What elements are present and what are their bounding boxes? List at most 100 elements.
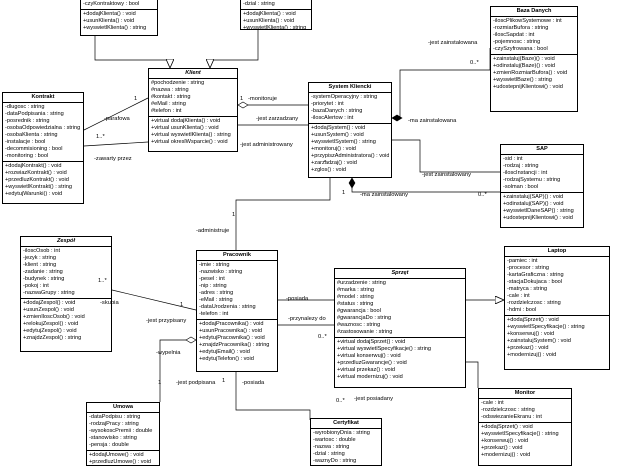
label-mult-star: *: [324, 160, 327, 166]
label-mult-0n: 0..*: [318, 334, 327, 340]
attribute-row: -systemOperacyjny : string: [311, 94, 378, 100]
attribute-row: -pojemnosc : string: [493, 39, 541, 45]
attribute-row: -dzial : string: [243, 1, 275, 7]
method-row: +virtual wyswietlKlienta() : string: [151, 132, 231, 138]
attribute-row: -waznyDo : string: [313, 458, 357, 464]
attributes-section: #pochodzenie : string #nazwa : string #k…: [149, 78, 237, 116]
class-name: Klient: [185, 70, 201, 76]
label-administruje: -administruje: [196, 228, 230, 234]
method-row: +przedluzKontrakt() : void: [5, 177, 69, 183]
class-box-klient[interactable]: Klient #pochodzenie : string #nazwa : st…: [148, 68, 238, 152]
class-box-zespol[interactable]: Zespół -iloscOsob : int -jezyk : string …: [20, 236, 112, 352]
attribute-row: -iloscSapdat : int: [493, 32, 535, 38]
attribute-row: -pesel : int: [199, 276, 225, 282]
attribute-row: #eMail : string: [151, 101, 186, 107]
class-box-pracownik[interactable]: Pracownik -imie : string -nazwisko : str…: [196, 250, 278, 372]
attribute-row: -dzial : string: [313, 451, 345, 457]
label-mult-1: 1: [134, 96, 138, 102]
attribute-row: #pochodzenie : string: [151, 80, 205, 86]
methods-section: +dodajPracownika() : void +usunPracownik…: [197, 319, 277, 364]
attribute-row: -czySzyfrowana : bool: [493, 46, 548, 52]
attribute-row: -posrednik : string: [5, 118, 50, 124]
method-row: +przekaz() : void: [481, 445, 523, 451]
method-row: +monitoruj() : void: [311, 146, 356, 152]
method-row: +przedluzGwarancje() : void: [337, 360, 407, 366]
method-row: +zglos() : void: [311, 167, 346, 173]
attributes-section: -systemOperacyjny : string -priorytet : …: [309, 92, 391, 123]
method-row: +usunKlienta() : void: [83, 18, 135, 24]
class-name: Kontrakt: [31, 94, 55, 100]
class-name: Sprzęt: [391, 270, 409, 276]
class-box-certyfikat[interactable]: Certyfikat -wyrobionyDnia : string -wart…: [310, 418, 382, 466]
label-ma-zainstalowany: -ma zainstalowany: [360, 192, 409, 198]
label-posiada: -posiada: [286, 296, 309, 302]
method-row: +wyswietlKlienta() : string: [243, 25, 307, 31]
method-row: +wyswietlDaneSAP() : string: [503, 208, 574, 214]
attribute-row: -iloscAlertow : int: [311, 115, 354, 121]
class-name: System Kliencki: [328, 84, 372, 90]
method-row: +konserwuj() : void: [507, 331, 555, 337]
method-row: +wyswietlBaze() : string: [493, 77, 552, 83]
assoc-zespol-pracownik: [111, 289, 207, 315]
method-row: +zmienIloscOsob() : void: [23, 314, 85, 320]
attribute-row: -solman : bool: [503, 184, 539, 190]
inheritance-line-topleft: [94, 36, 170, 68]
attribute-row: -pensja : double: [89, 442, 129, 448]
class-box-baza-danych[interactable]: Baza Danych -iloscPlikowSystemowe : int …: [490, 6, 578, 112]
attribute-row: -adres : string: [199, 290, 234, 296]
attribute-row: -kartaGraficzna : string: [507, 272, 564, 278]
attributes-section: -iloscOsob : int -jezyk : string -klient…: [21, 246, 111, 298]
methods-section: +dodajZespol() : void +usunZespol() : vo…: [21, 298, 111, 343]
attribute-row: -nip : string: [199, 283, 227, 289]
attribute-row: -stanowisko : string: [89, 435, 137, 441]
class-box-kontrakt[interactable]: Kontrakt -dlugosc : string -dataPodpisan…: [2, 92, 84, 204]
method-row: +virtual usunKlienta() : void: [151, 125, 219, 131]
label-jest-zainstalowany: -jest zainstalowany: [422, 172, 471, 178]
label-wypelnia: -wypelnia: [156, 350, 181, 356]
method-row: +usunKlienta() : void: [243, 18, 295, 24]
method-row: +virtual przekaz() : void: [337, 367, 395, 373]
method-row: +udostepnijKlientowi() : void: [503, 215, 573, 221]
attributes-section: -iloscPlikowSystemowe : int -rozmiarBufo…: [491, 16, 577, 54]
class-box-monitor[interactable]: Monitor -cale : int -rozdzielczosc : str…: [478, 388, 572, 466]
assoc-kontrakt-klient-2: [83, 141, 149, 147]
class-box-top-left[interactable]: -czyKontraktowy : bool +dodajKlienta() :…: [80, 0, 158, 36]
attributes-section: -sid : int -rodzaj : string -iloscInstan…: [501, 154, 583, 192]
label-mult-1n: 1..*: [96, 134, 105, 140]
attribute-row: -osobaKlienta : string: [5, 132, 58, 138]
attribute-row: #waznosc : string: [337, 322, 381, 328]
attributes-section: -imie : string -nazwisko : string -pesel…: [197, 260, 277, 319]
class-name: Monitor: [514, 390, 536, 396]
attribute-row: -odswiezanieEkranu : int: [481, 414, 542, 420]
method-row: +dodajSprzet() : void: [481, 424, 533, 430]
attributes-section: -dataPodpisu : string -rodzajPracy : str…: [87, 412, 159, 450]
class-box-laptop[interactable]: Laptop -pamiec : int -procesor : string …: [504, 246, 610, 370]
method-row: +edytujWarunki() : void: [5, 191, 63, 197]
method-row: +konserwuj() : void: [481, 438, 529, 444]
class-name: Baza Danych: [516, 8, 552, 14]
methods-section: +zainstaluj(SAP)() : void +odinstaluj(SA…: [501, 192, 583, 223]
class-box-umowa[interactable]: Umowa -dataPodpisu : string -rodzajPracy…: [86, 402, 160, 466]
class-box-sap[interactable]: SAP -sid : int -rodzaj : string -iloscIn…: [500, 144, 584, 228]
class-box-sprzet[interactable]: Sprzęt #urzadzenie : string #marka : str…: [334, 268, 466, 388]
label-jest-przypisany: -jest przypisany: [146, 318, 187, 324]
label-mult-0n: 0..*: [470, 60, 479, 66]
attribute-row: #zastosowanie : string: [337, 329, 393, 335]
attribute-row: -iloscOsob : int: [23, 248, 60, 254]
method-row: +odinstaluj(Baze)() : void: [493, 63, 556, 69]
attribute-row: -nazwaGrupy : string: [23, 290, 75, 296]
attribute-row: -budynek : string: [23, 276, 65, 282]
label-jest-zarzadzany: -jest zarzadzany: [256, 116, 299, 122]
class-box-system-kliencki[interactable]: System Kliencki -systemOperacyjny : stri…: [308, 82, 392, 178]
attribute-row: -eMail : string: [199, 297, 233, 303]
attributes-section: -dzial : string: [241, 0, 311, 9]
label-mult-1: 1: [342, 190, 346, 196]
attribute-row: -stacjaDokujaca : bool: [507, 279, 563, 285]
attribute-row: -matryca : string: [507, 286, 548, 292]
class-box-top-mid[interactable]: -dzial : string +dodajKlienta() : void +…: [240, 0, 312, 31]
method-row: +wyswietlSpecyfikacje() : string: [481, 431, 559, 437]
label-mult-1n: 1..*: [98, 278, 107, 284]
method-row: +dodajSprzet() : void: [507, 317, 559, 323]
method-row: +przypiszAdministratora() : void: [311, 153, 389, 159]
